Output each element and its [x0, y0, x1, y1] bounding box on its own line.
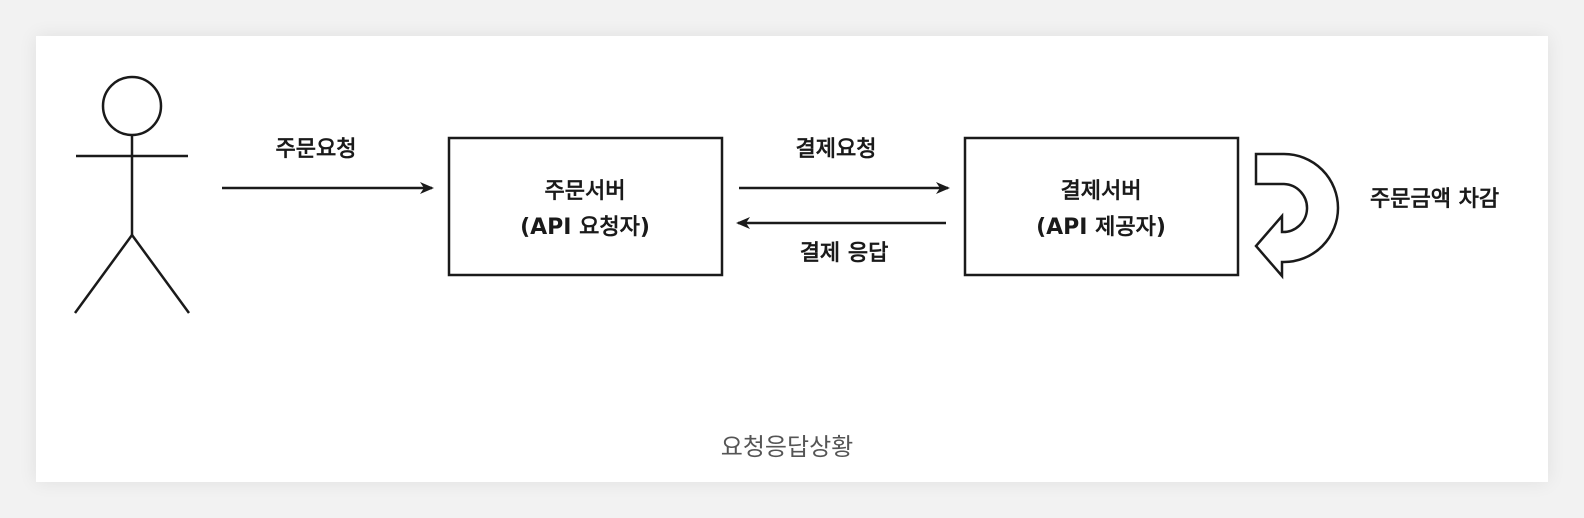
payment-request-label: 결제요청	[796, 137, 877, 162]
payment-server-node: 결제서버 (API 제공자)	[963, 136, 1240, 277]
u-turn-arrow-icon	[1254, 152, 1340, 280]
order-server-title: 주문서버	[545, 179, 626, 204]
user-actor-icon	[73, 75, 191, 314]
payment-server-title: 결제서버	[1061, 179, 1142, 204]
order-request-label: 주문요청	[276, 137, 357, 162]
payment-server-subtitle: (API 제공자)	[1036, 215, 1166, 240]
deduct-amount-label: 주문금액 차감	[1370, 187, 1499, 212]
payment-response-label: 결제 응답	[800, 241, 889, 266]
order-server-node: 주문서버 (API 요청자)	[447, 136, 724, 277]
diagram-caption: 요청응답상황	[721, 433, 853, 461]
order-server-subtitle: (API 요청자)	[520, 215, 650, 240]
